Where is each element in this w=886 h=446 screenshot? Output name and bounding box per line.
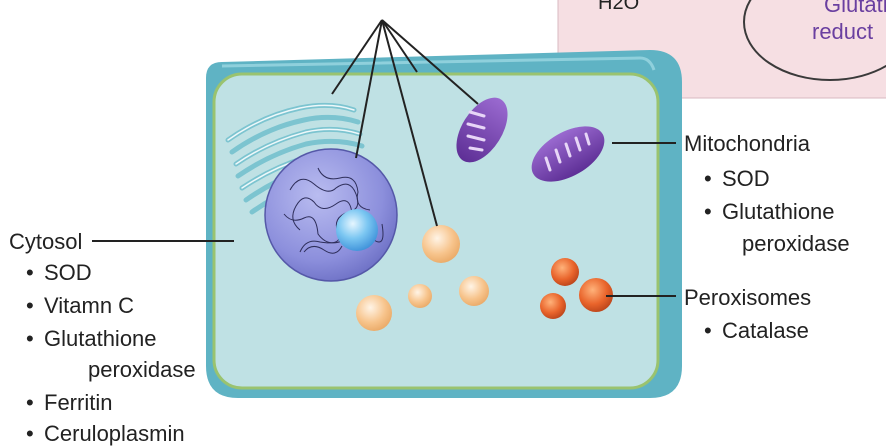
cytosol-item-4: peroxidase — [88, 357, 196, 383]
cropped-formula: H2O — [598, 0, 639, 16]
cytosol-bullet-5: • — [26, 390, 34, 416]
cropped-enzyme-line1: Glutath — [824, 0, 886, 18]
mitochondria-item-1: SOD — [722, 166, 770, 192]
mitochondria-bullet-2: • — [704, 199, 712, 225]
cytosol-bullet-2: • — [26, 293, 34, 319]
cytosol-bullet-1: • — [26, 260, 34, 286]
cytosol-item-5: Ferritin — [44, 390, 112, 416]
cytosol-item-2: Vitamn C — [44, 293, 134, 319]
mitochondria-item-2: Glutathione — [722, 199, 835, 225]
cytosol-title: Cytosol — [9, 229, 82, 255]
cytosol-item-3: Glutathione — [44, 326, 157, 352]
cytosol-item-1: SOD — [44, 260, 92, 286]
nucleus — [265, 149, 397, 281]
peroxisomes-bullet-1: • — [704, 318, 712, 344]
mitochondria-bullet-1: • — [704, 166, 712, 192]
cytosol-bullet-3: • — [26, 326, 34, 352]
mitochondria-title: Mitochondria — [684, 131, 810, 157]
cytosol-bullet-6: • — [26, 421, 34, 446]
cropped-enzyme-line2: reduct — [812, 19, 873, 45]
mitochondria-item-3: peroxidase — [742, 231, 850, 257]
peroxisomes-title: Peroxisomes — [684, 285, 811, 311]
peroxisomes-item-1: Catalase — [722, 318, 809, 344]
cytosol-item-6: Ceruloplasmin — [44, 421, 185, 446]
